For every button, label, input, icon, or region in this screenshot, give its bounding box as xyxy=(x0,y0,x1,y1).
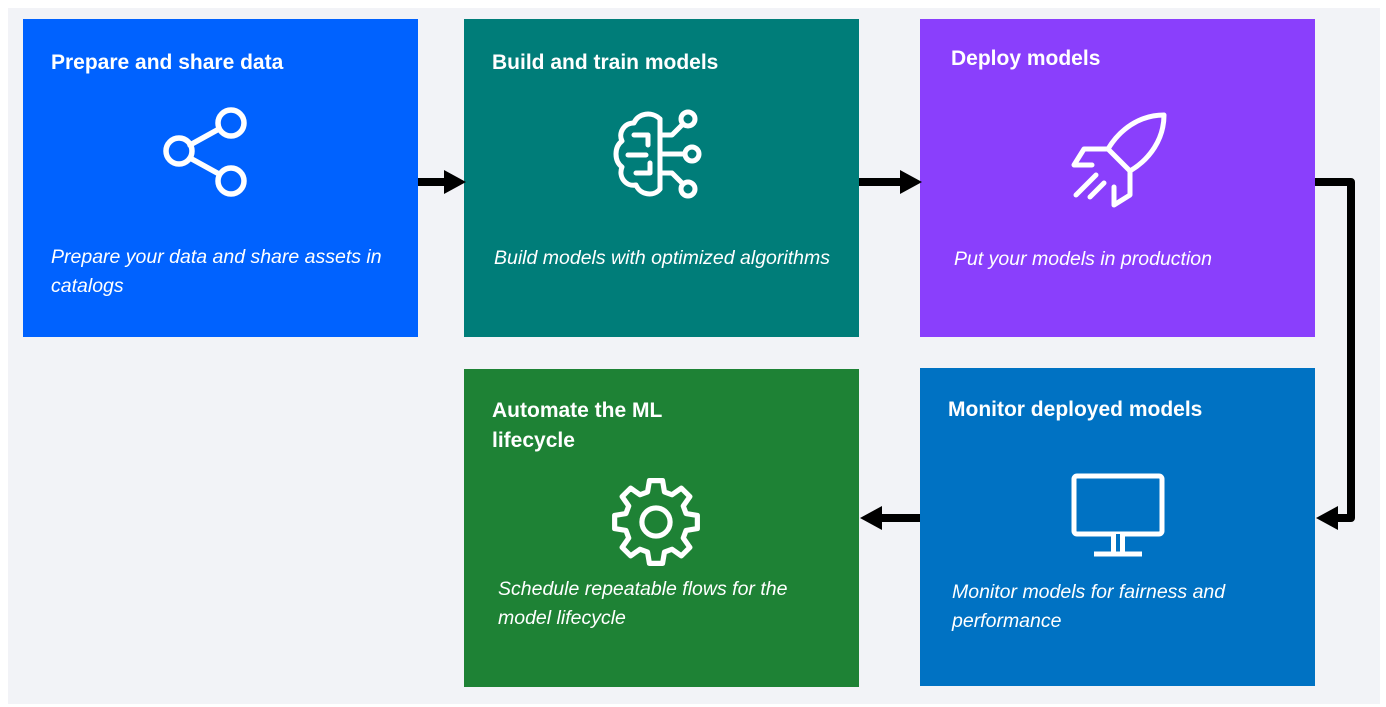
rocket-icon xyxy=(1070,109,1170,209)
gear-icon xyxy=(609,475,703,569)
step-automate-card: Automate the ML lifecycle Schedule repea… xyxy=(464,369,859,687)
brain-circuit-icon xyxy=(610,105,710,201)
step-monitor-description: Monitor models for fairness and performa… xyxy=(952,581,1226,632)
step-prepare-description: Prepare your data and share assets in ca… xyxy=(51,246,382,297)
step-deploy-card: Deploy models Put your models in product… xyxy=(920,19,1315,337)
step-automate-title: Automate the ML lifecycle xyxy=(492,399,662,452)
step-build-description: Build models with optimized algorithms xyxy=(494,247,830,269)
step-deploy-title: Deploy models xyxy=(951,47,1101,70)
step-monitor-title: Monitor deployed models xyxy=(948,398,1203,421)
step-automate-description: Schedule repeatable flows for the model … xyxy=(498,578,788,629)
monitor-icon xyxy=(1070,472,1166,560)
step-prepare-card: Prepare and share data Prepare your data… xyxy=(23,19,418,337)
step-monitor-card: Monitor deployed models Monitor models f… xyxy=(920,368,1315,686)
share-icon xyxy=(159,103,255,199)
step-build-title: Build and train models xyxy=(492,51,719,74)
step-deploy-description: Put your models in production xyxy=(954,248,1212,270)
step-prepare-title: Prepare and share data xyxy=(51,51,284,74)
step-build-card: Build and train models Build models with… xyxy=(464,19,859,337)
